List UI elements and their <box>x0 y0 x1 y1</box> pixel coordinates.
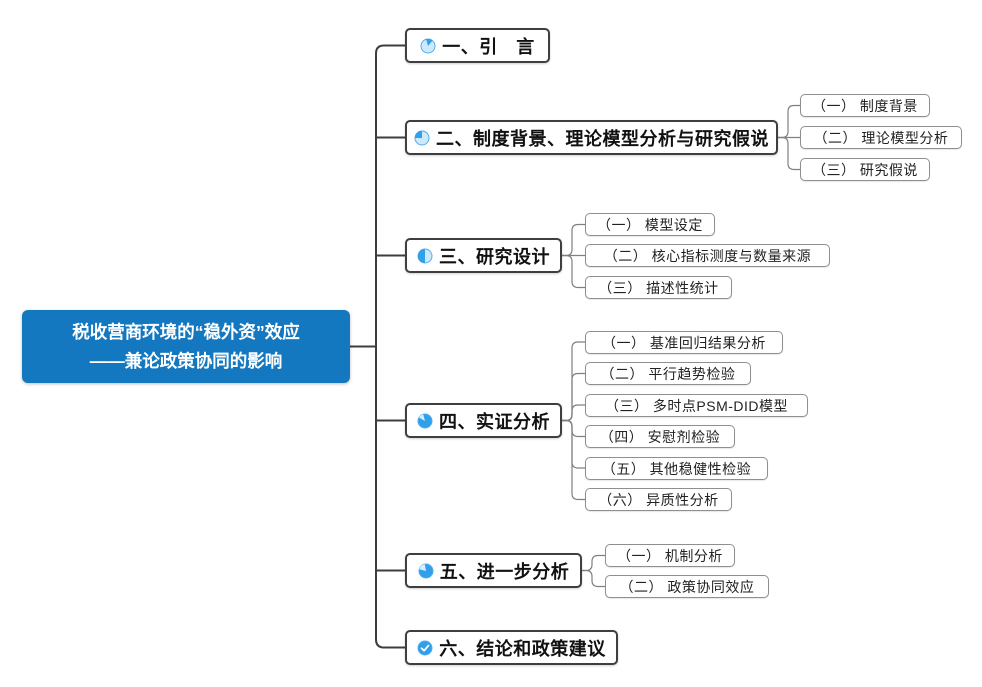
child-psm-did-model[interactable]: （三） 多时点PSM-DID模型 <box>585 394 808 417</box>
branch-label: 一、引 言 <box>442 36 535 57</box>
root-title-line2: ——兼论政策协同的影响 <box>89 350 283 371</box>
branch-label: 五、进一步分析 <box>439 561 570 582</box>
child-theoretical-model[interactable]: （二） 理论模型分析 <box>800 126 962 149</box>
child-model-setting[interactable]: （一） 模型设定 <box>585 213 715 236</box>
branch-label: 四、实证分析 <box>439 411 550 432</box>
child-mechanism-analysis[interactable]: （一） 机制分析 <box>605 544 735 567</box>
child-label: （二） 平行趋势检验 <box>600 365 736 382</box>
progress-done-icon <box>417 640 433 656</box>
child-research-hypothesis[interactable]: （三） 研究假说 <box>800 158 930 181</box>
branch-label: 六、结论和政策建议 <box>439 638 606 659</box>
child-label: （四） 安慰剂检验 <box>599 428 721 445</box>
root-title-line1: 税收营商环境的“稳外资”效应 <box>72 321 300 342</box>
child-label: （三） 描述性统计 <box>598 279 719 296</box>
child-label: （二） 核心指标测度与数量来源 <box>603 247 812 264</box>
child-robustness-tests[interactable]: （五） 其他稳健性检验 <box>585 457 768 480</box>
child-label: （三） 多时点PSM-DID模型 <box>605 397 788 414</box>
child-heterogeneity-analysis[interactable]: （六） 异质性分析 <box>585 488 732 511</box>
child-label: （五） 其他稳健性检验 <box>601 460 752 477</box>
branch-empirical-analysis[interactable]: 四、实证分析 <box>405 403 562 438</box>
progress-7-8-icon <box>417 413 433 429</box>
root-topic[interactable]: 税收营商环境的“稳外资”效应 ——兼论政策协同的影响 <box>22 310 350 383</box>
child-baseline-regression[interactable]: （一） 基准回归结果分析 <box>585 331 783 354</box>
branch-background-theory[interactable]: 二、制度背景、理论模型分析与研究假说 <box>405 120 778 155</box>
branch-research-design[interactable]: 三、研究设计 <box>405 238 562 273</box>
child-policy-synergy-effect[interactable]: （二） 政策协同效应 <box>605 575 769 598</box>
child-label: （六） 异质性分析 <box>598 491 719 508</box>
branch-label: 三、研究设计 <box>439 246 550 267</box>
progress-2-8-icon <box>414 130 430 146</box>
branch-conclusion-policy[interactable]: 六、结论和政策建议 <box>405 630 618 665</box>
branch-label: 二、制度背景、理论模型分析与研究假说 <box>436 128 769 149</box>
child-label: （二） 理论模型分析 <box>813 129 949 146</box>
child-descriptive-statistics[interactable]: （三） 描述性统计 <box>585 276 732 299</box>
branch-further-analysis[interactable]: 五、进一步分析 <box>405 553 582 588</box>
child-label: （二） 政策协同效应 <box>619 578 755 595</box>
child-label: （一） 模型设定 <box>597 216 703 233</box>
child-parallel-trend-test[interactable]: （二） 平行趋势检验 <box>585 362 751 385</box>
progress-1-8-icon <box>420 38 436 54</box>
child-institutional-background[interactable]: （一） 制度背景 <box>800 94 930 117</box>
branch-introduction[interactable]: 一、引 言 <box>405 28 550 63</box>
child-label: （三） 研究假说 <box>812 161 918 178</box>
child-label: （一） 基准回归结果分析 <box>602 334 766 351</box>
child-label: （一） 机制分析 <box>617 547 723 564</box>
child-label: （一） 制度背景 <box>812 97 918 114</box>
progress-4-8-icon <box>417 248 433 264</box>
child-core-indicators[interactable]: （二） 核心指标测度与数量来源 <box>585 244 830 267</box>
progress-6-8-icon <box>418 563 434 579</box>
child-placebo-test[interactable]: （四） 安慰剂检验 <box>585 425 735 448</box>
